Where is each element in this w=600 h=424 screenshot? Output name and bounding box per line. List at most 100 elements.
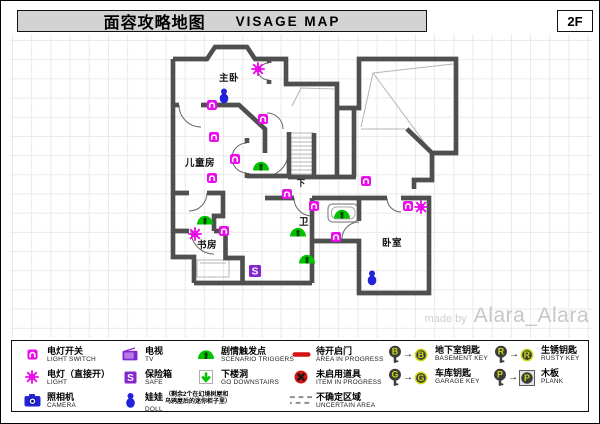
trigger-icon: [195, 346, 217, 362]
switch-icon: [281, 188, 293, 200]
switch-icon: [229, 153, 241, 165]
doll-icon: [367, 270, 378, 286]
light-icon: [21, 369, 43, 385]
legend-label-en: UNCERTAIN AREA: [316, 402, 376, 409]
key-P-icon: P→P: [491, 368, 537, 387]
legend-label-en: DOLL: [145, 406, 163, 413]
legend-item-doll: 娃娃（剩余2个在幻境树屋和乌鸦屋后的迷你柜子里）DOLL: [119, 392, 231, 414]
trigger-icon: [299, 254, 315, 264]
legend-label-cn: 木板: [541, 368, 560, 378]
safe-icon: S: [119, 369, 141, 385]
trigger-icon: [197, 215, 213, 225]
svg-text:R: R: [524, 349, 531, 359]
legend-label-cn: 地下室钥匙: [435, 345, 481, 355]
svg-text:P: P: [497, 370, 503, 380]
trigger-icon: [290, 227, 306, 237]
svg-text:G: G: [418, 372, 425, 382]
legend-label-en: GO DOWNSTAIRS: [221, 379, 280, 386]
legend-label-cn: 不确定区域: [316, 392, 362, 402]
switch-icon: [402, 200, 414, 212]
arrow-icon: →: [403, 371, 413, 383]
floor-badge: 2F: [557, 10, 593, 32]
header-bar: 面容攻略地图 VISAGE MAP: [17, 10, 427, 32]
svg-text:B: B: [392, 347, 398, 357]
svg-text:B: B: [418, 349, 424, 359]
room-label: 书房: [196, 240, 218, 251]
svg-text:S: S: [252, 267, 259, 278]
camera-icon: [21, 392, 43, 408]
redbar-icon: [290, 346, 312, 362]
legend-label-en: GARAGE KEY: [435, 378, 480, 385]
key-R-icon: R → R: [491, 345, 537, 364]
switch-icon: [206, 172, 218, 184]
legend-label-cn: 下楼洞: [221, 369, 249, 379]
switch-icon: [308, 200, 320, 212]
safe-icon: S: [249, 265, 262, 278]
legend-label-cn: 待开启门: [316, 346, 353, 356]
down-stairs-label: 下: [296, 178, 306, 188]
light-icon: [188, 227, 202, 241]
legend-label-en: SCENARIO TRIGGERS: [221, 356, 294, 363]
legend-label-en: SAFE: [145, 379, 163, 386]
svg-text:R: R: [498, 347, 505, 357]
legend-label-cn: 电灯（直接开）: [47, 369, 111, 379]
switch-icon: [218, 225, 230, 237]
legend-item-light: 电灯（直接开）LIGHT: [21, 369, 110, 387]
downstairs-icon: [195, 369, 217, 385]
room-label: 主卧: [218, 73, 240, 84]
room-label: 儿童房: [184, 158, 216, 169]
switch-icon: [206, 99, 218, 111]
doll-icon: [219, 88, 230, 104]
legend-label-en: ITEM IN PROGRESS: [316, 379, 382, 386]
legend-label-cn: 照相机: [47, 392, 75, 402]
legend-label-cn: 电灯开关: [47, 346, 84, 356]
legend-label-cn: 保险箱: [145, 369, 173, 379]
tv-icon: [119, 346, 141, 362]
key-B-icon: B → B: [385, 345, 431, 364]
legend-label-cn: 未启用道具: [316, 369, 362, 379]
light-icon: [414, 200, 428, 214]
legend-label-en: RUSTY KEY: [541, 355, 580, 362]
legend-label-en: TV: [145, 356, 154, 363]
svg-text:S: S: [127, 373, 134, 384]
credit-author: Alara_Alara: [473, 304, 589, 327]
legend-note: （剩余2个在幻境树屋和乌鸦屋后的迷你柜子里）: [165, 392, 232, 405]
legend-label-cn: 娃娃: [145, 392, 164, 402]
legend-label-en: LIGHT SWITCH: [47, 356, 96, 363]
room-label: 卧室: [381, 238, 403, 249]
legend-label-en: CAMERA: [47, 402, 77, 409]
arrow-icon: →: [509, 348, 519, 360]
legend-label-cn: 剧情触发点: [221, 346, 267, 356]
legend-label-en: LIGHT: [47, 379, 68, 386]
switch-icon: [21, 346, 43, 362]
room-label: 卫: [298, 217, 310, 228]
dash-icon: [290, 392, 312, 408]
svg-text:G: G: [392, 370, 399, 380]
light-icon: [251, 62, 265, 76]
switch-icon: [257, 113, 269, 125]
switch-icon: [330, 231, 342, 243]
credit-prefix: made by: [424, 313, 467, 325]
switch-icon: [360, 175, 372, 187]
arrow-icon: →: [508, 371, 518, 383]
legend-label-cn: 车库钥匙: [435, 368, 472, 378]
arrow-icon: →: [403, 348, 413, 360]
doll-icon: [119, 392, 141, 408]
legend-label-cn: 电视: [145, 346, 164, 356]
credit: made by Alara_Alara: [409, 304, 589, 328]
page-title-en: VISAGE MAP: [235, 13, 341, 29]
switch-icon: [208, 131, 220, 143]
